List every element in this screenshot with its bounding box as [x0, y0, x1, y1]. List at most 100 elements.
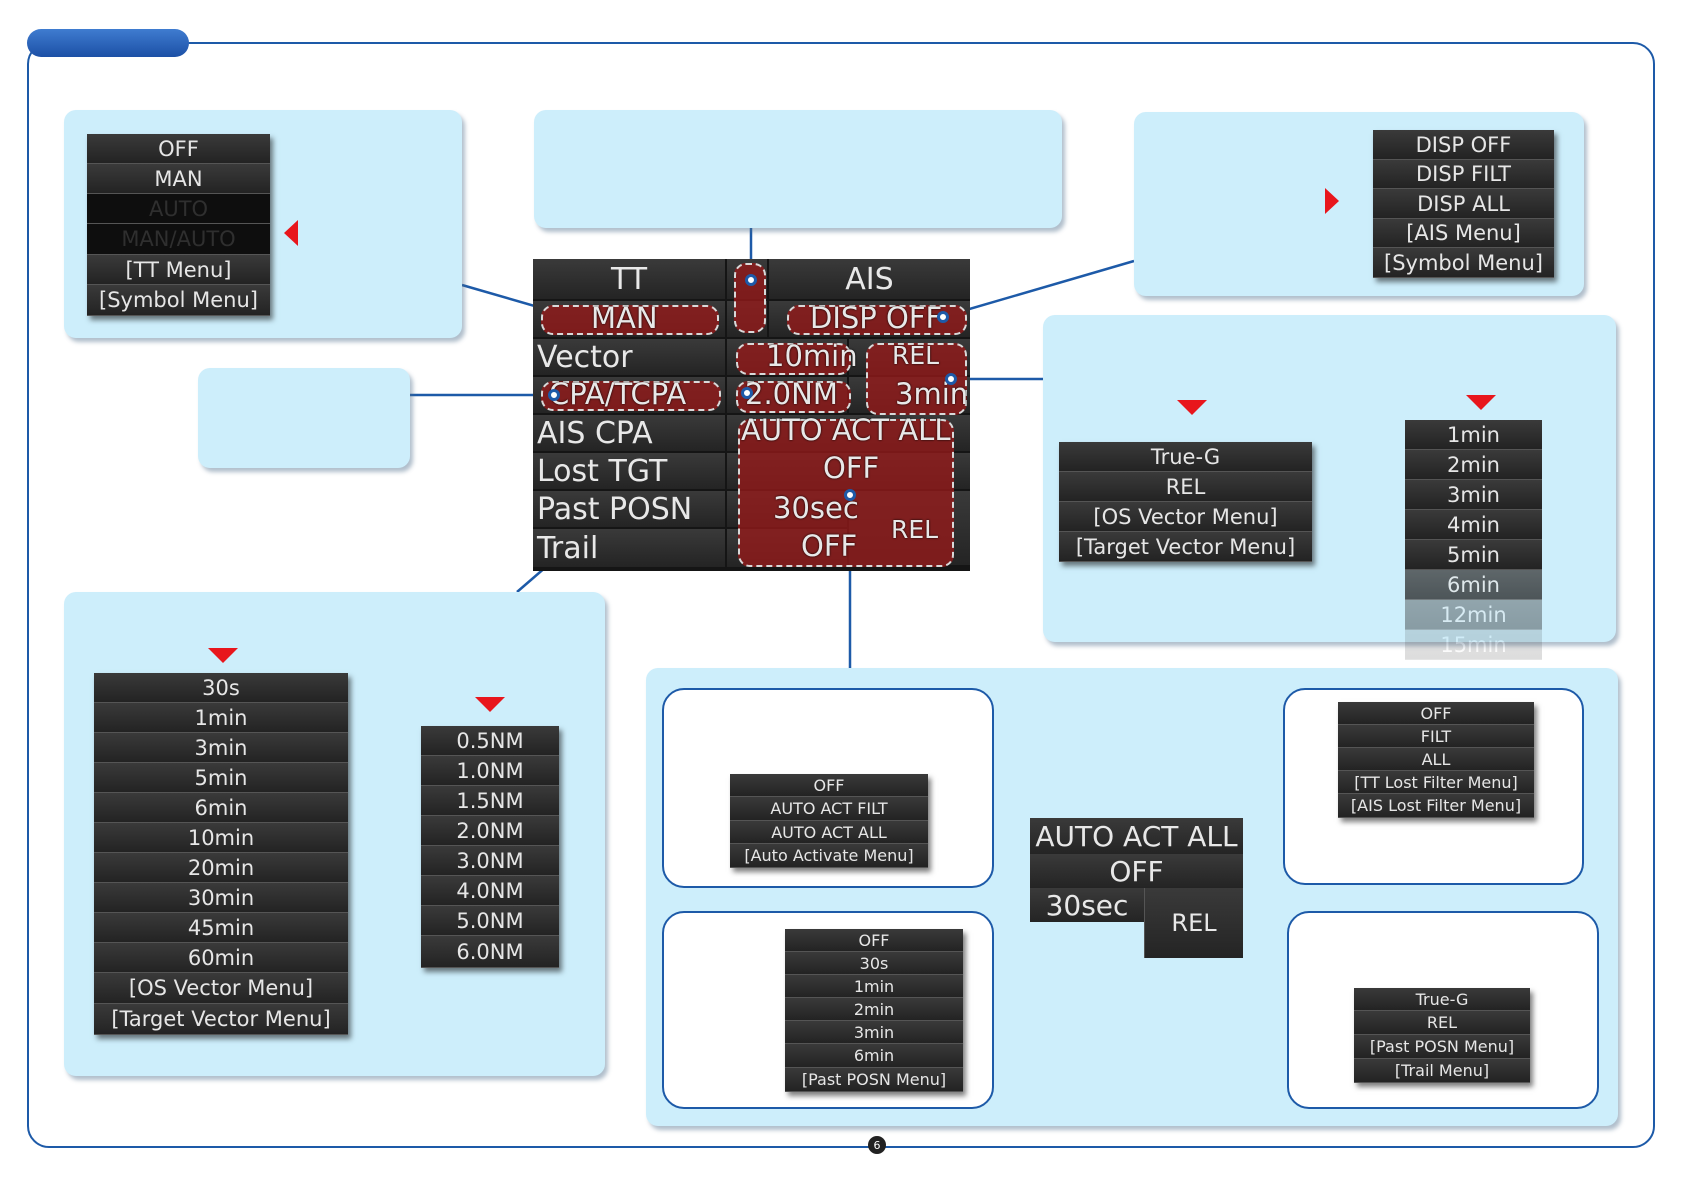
menu-item-tt-menu[interactable]: [TT Menu]: [87, 255, 270, 285]
tcpa-menu: 30s 1min 3min 5min 6min 10min 20min 30mi…: [94, 673, 348, 1035]
menu-item-disp-off[interactable]: DISP OFF: [1373, 130, 1554, 160]
menu-item-20min[interactable]: 20min: [94, 853, 348, 883]
menu-item-off[interactable]: OFF: [785, 929, 963, 952]
vector-label: Vector: [533, 339, 725, 375]
menu-item-auto[interactable]: AUTO: [87, 194, 270, 224]
ais-display-menu: DISP OFF DISP FILT DISP ALL [AIS Menu] […: [1373, 130, 1554, 278]
menu-item-15min[interactable]: 15min: [1405, 630, 1542, 660]
vector-time-value[interactable]: 10min: [766, 339, 858, 373]
tt-mode-value[interactable]: MAN: [591, 301, 658, 335]
menu-item-disp-all[interactable]: DISP ALL: [1373, 189, 1554, 219]
tt-ais-callout-panel: [534, 110, 1062, 228]
menu-item-30s[interactable]: 30s: [785, 952, 963, 975]
menu-item-3-0nm[interactable]: 3.0NM: [421, 846, 559, 876]
menu-item-off[interactable]: OFF: [87, 134, 270, 164]
menu-item-6min[interactable]: 6min: [1405, 570, 1542, 600]
menu-item-os-vector-menu[interactable]: [OS Vector Menu]: [94, 973, 348, 1004]
menu-item-2-0nm[interactable]: 2.0NM: [421, 816, 559, 846]
menu-item-disp-filt[interactable]: DISP FILT: [1373, 160, 1554, 189]
menu-item-10min[interactable]: 10min: [94, 823, 348, 853]
cpa-tcpa-label[interactable]: CPA/TCPA: [549, 377, 687, 411]
menu-item-1-5nm[interactable]: 1.5NM: [421, 786, 559, 816]
menu-item-man-auto[interactable]: MAN/AUTO: [87, 224, 270, 255]
zoom-past-mode[interactable]: REL: [1144, 888, 1243, 958]
menu-item-2min[interactable]: 2min: [785, 998, 963, 1021]
menu-item-4min[interactable]: 4min: [1405, 510, 1542, 540]
menu-item-filt[interactable]: FILT: [1338, 725, 1534, 748]
trail-label: Trail: [533, 529, 725, 567]
menu-item-2min[interactable]: 2min: [1405, 450, 1542, 480]
menu-item-1min[interactable]: 1min: [785, 975, 963, 998]
menu-item-6min[interactable]: 6min: [785, 1044, 963, 1068]
zoom-table: AUTO ACT ALL OFF 30sec REL: [1030, 818, 1243, 958]
menu-item-os-vector-menu[interactable]: [OS Vector Menu]: [1059, 502, 1312, 532]
zoom-past-value[interactable]: 30sec: [1030, 888, 1144, 922]
menu-item-past-posn-menu[interactable]: [Past POSN Menu]: [785, 1068, 963, 1092]
menu-item-auto-act-all[interactable]: AUTO ACT ALL: [730, 821, 928, 844]
past-posn-label: Past POSN: [533, 491, 725, 527]
menu-item-rel[interactable]: REL: [1354, 1011, 1530, 1035]
cpa-menu: 0.5NM 1.0NM 1.5NM 2.0NM 3.0NM 4.0NM 5.0N…: [421, 726, 559, 968]
menu-item-true-g[interactable]: True-G: [1354, 988, 1530, 1011]
menu-item-off[interactable]: OFF: [730, 774, 928, 797]
auto-activate-menu: OFF AUTO ACT FILT AUTO ACT ALL [Auto Act…: [730, 774, 928, 868]
trail-value[interactable]: OFF: [801, 529, 858, 563]
cpa-value-highlight[interactable]: [736, 381, 851, 413]
menu-item-3min[interactable]: 3min: [1405, 480, 1542, 510]
menu-item-symbol-menu[interactable]: [Symbol Menu]: [1373, 248, 1554, 278]
menu-item-all[interactable]: ALL: [1338, 748, 1534, 771]
zoom-ais-cpa-value[interactable]: AUTO ACT ALL: [1030, 818, 1243, 854]
vector-mode-value[interactable]: REL: [892, 341, 940, 370]
menu-item-target-vector-menu[interactable]: [Target Vector Menu]: [1059, 532, 1312, 562]
menu-item-man[interactable]: MAN: [87, 164, 270, 194]
menu-item-off[interactable]: OFF: [1338, 702, 1534, 725]
menu-item-auto-act-filt[interactable]: AUTO ACT FILT: [730, 797, 928, 821]
menu-item-true-g[interactable]: True-G: [1059, 442, 1312, 472]
menu-item-5min[interactable]: 5min: [1405, 540, 1542, 570]
menu-item-1min[interactable]: 1min: [94, 703, 348, 733]
red-right-arrow-icon: [1325, 188, 1339, 214]
menu-item-1min[interactable]: 1min: [1405, 420, 1542, 450]
anchor-dot: [741, 387, 753, 399]
menu-item-target-vector-menu[interactable]: [Target Vector Menu]: [94, 1004, 348, 1035]
menu-item-5-0nm[interactable]: 5.0NM: [421, 906, 559, 936]
menu-item-6-0nm[interactable]: 6.0NM: [421, 936, 559, 968]
vector-mode-menu: True-G REL [OS Vector Menu] [Target Vect…: [1059, 442, 1312, 562]
red-down-arrow-icon: [1466, 395, 1496, 410]
anchor-dot: [945, 373, 957, 385]
menu-item-trail-menu[interactable]: [Trail Menu]: [1354, 1059, 1530, 1083]
menu-item-5min[interactable]: 5min: [94, 763, 348, 793]
menu-item-rel[interactable]: REL: [1059, 472, 1312, 502]
cpa-value[interactable]: 2.0NM: [745, 377, 838, 411]
red-left-arrow-icon: [284, 220, 298, 246]
red-down-arrow-icon: [475, 697, 505, 712]
menu-item-past-posn-menu[interactable]: [Past POSN Menu]: [1354, 1035, 1530, 1059]
ais-mode-value[interactable]: DISP OFF: [810, 301, 943, 335]
menu-item-ais-menu[interactable]: [AIS Menu]: [1373, 219, 1554, 248]
menu-item-0-5nm[interactable]: 0.5NM: [421, 726, 559, 756]
cpa-tcpa-highlight[interactable]: [541, 381, 721, 411]
menu-item-auto-activate-menu[interactable]: [Auto Activate Menu]: [730, 844, 928, 868]
tcpa-value[interactable]: 3min: [895, 377, 969, 411]
vector-time-highlight[interactable]: [736, 343, 851, 375]
ais-cpa-value[interactable]: AUTO ACT ALL: [741, 413, 951, 447]
menu-item-45min[interactable]: 45min: [94, 913, 348, 943]
menu-item-30s[interactable]: 30s: [94, 673, 348, 703]
lost-tgt-value[interactable]: OFF: [823, 451, 880, 485]
menu-item-ais-lost-filter-menu[interactable]: [AIS Lost Filter Menu]: [1338, 794, 1534, 818]
ais-header: AIS: [769, 259, 970, 299]
menu-item-symbol-menu[interactable]: [Symbol Menu]: [87, 285, 270, 316]
ais-cpa-label: AIS CPA: [533, 415, 725, 451]
menu-item-3min[interactable]: 3min: [94, 733, 348, 763]
menu-item-tt-lost-filter-menu[interactable]: [TT Lost Filter Menu]: [1338, 771, 1534, 794]
menu-item-1-0nm[interactable]: 1.0NM: [421, 756, 559, 786]
zoom-lost-value[interactable]: OFF: [1030, 854, 1243, 888]
menu-item-4-0nm[interactable]: 4.0NM: [421, 876, 559, 906]
past-mode-value[interactable]: REL: [891, 515, 939, 544]
menu-item-30min[interactable]: 30min: [94, 883, 348, 913]
menu-item-60min[interactable]: 60min: [94, 943, 348, 973]
tt-mode-highlight[interactable]: [541, 305, 719, 335]
menu-item-12min[interactable]: 12min: [1405, 600, 1542, 630]
menu-item-6min[interactable]: 6min: [94, 793, 348, 823]
menu-item-3min[interactable]: 3min: [785, 1021, 963, 1044]
